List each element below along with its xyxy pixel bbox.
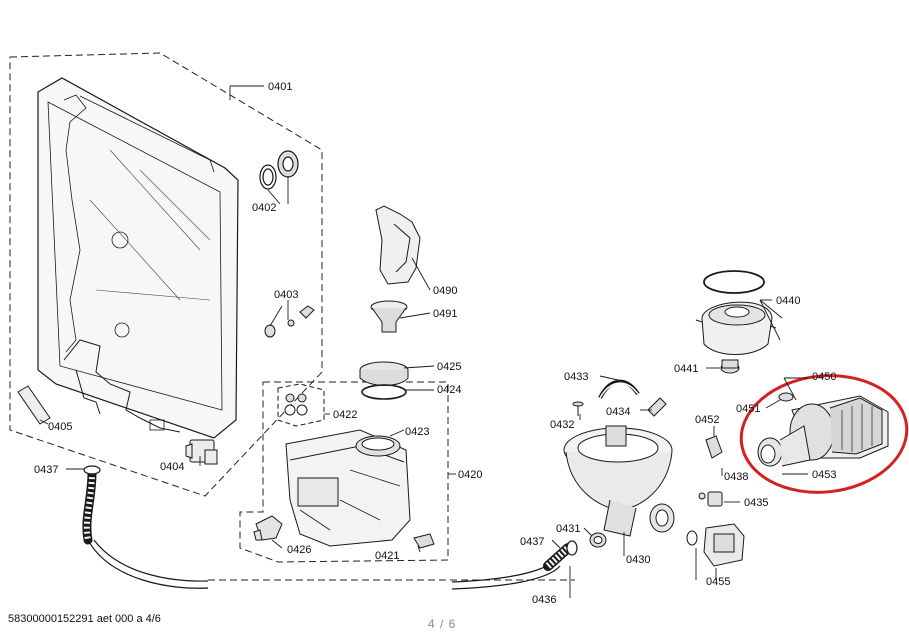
callout-0452: 0452 [695,414,719,426]
callout-0432: 0432 [550,419,574,431]
callout-0435: 0435 [744,497,768,509]
callout-0426: 0426 [287,544,311,556]
callout-0440: 0440 [776,295,800,307]
callout-0453: 0453 [812,469,836,481]
callout-0436: 0436 [532,594,556,606]
callout-0402: 0402 [252,202,276,214]
callout-0451: 0451 [736,403,760,415]
pump-0453-part [757,392,889,467]
callout-0421: 0421 [375,550,399,562]
parts-0422-group [277,383,325,427]
arc-0433-inner [599,382,639,399]
screw-0432-part [572,401,584,416]
seal-0402-part [259,150,299,190]
highlight-ring [739,374,909,494]
document-id: 58300000152291 aet 000 a 4/6 [8,613,161,625]
callout-labels: 0401 0402 0403 0404 0405 0437 0490 0491 … [34,81,836,606]
callout-0438: 0438 [724,471,748,483]
screws-0403-part [264,305,315,338]
clip-0434-part [647,397,667,417]
callout-0430: 0430 [626,554,650,566]
housing-0440-part [695,270,777,355]
callout-0450: 0450 [812,371,836,383]
callout-0404: 0404 [160,461,184,473]
page-indicator: 4 / 6 [428,617,457,631]
callout-0423: 0423 [405,426,429,438]
valve-0404-part [185,439,218,465]
connector-0431-part [589,532,607,548]
callout-0437-right: 0437 [520,536,544,548]
hose-left-part [82,465,209,589]
outline-dispenser [239,381,449,563]
callout-0425: 0425 [437,361,461,373]
sensor-0426-part [253,515,283,541]
callout-0490: 0490 [433,285,457,297]
callout-0422: 0422 [333,409,357,421]
callout-0433: 0433 [564,371,588,383]
side-panel-part [37,77,239,439]
callout-0441: 0441 [674,363,698,375]
callout-0434: 0434 [606,406,630,418]
sump-0430-part [563,425,675,537]
hose-right-part [451,540,578,590]
leader-lines [39,85,808,598]
valve-0435-part [698,491,723,507]
callout-0424: 0424 [437,384,461,396]
assembly-outlines [9,52,575,581]
bracket-0405-part [17,385,51,425]
dispenser-0420-part [285,429,411,547]
funnel-0490-part [375,205,421,285]
callout-0401: 0401 [268,81,292,93]
heater-0455-part [686,523,745,567]
callout-0437-left: 0437 [34,464,58,476]
cap-0491-part [370,300,408,333]
callout-0403: 0403 [274,289,298,301]
callout-0405: 0405 [48,421,72,433]
callout-0431: 0431 [556,523,580,535]
lid-0425-part [359,361,409,400]
clip-0421-part [413,533,435,549]
clip-0452-part [705,435,723,459]
sensor-0441-part [720,359,740,374]
callout-0420: 0420 [458,469,482,481]
outline-side-panel [9,52,323,497]
callout-0491: 0491 [433,308,457,320]
callout-0455: 0455 [706,576,730,588]
